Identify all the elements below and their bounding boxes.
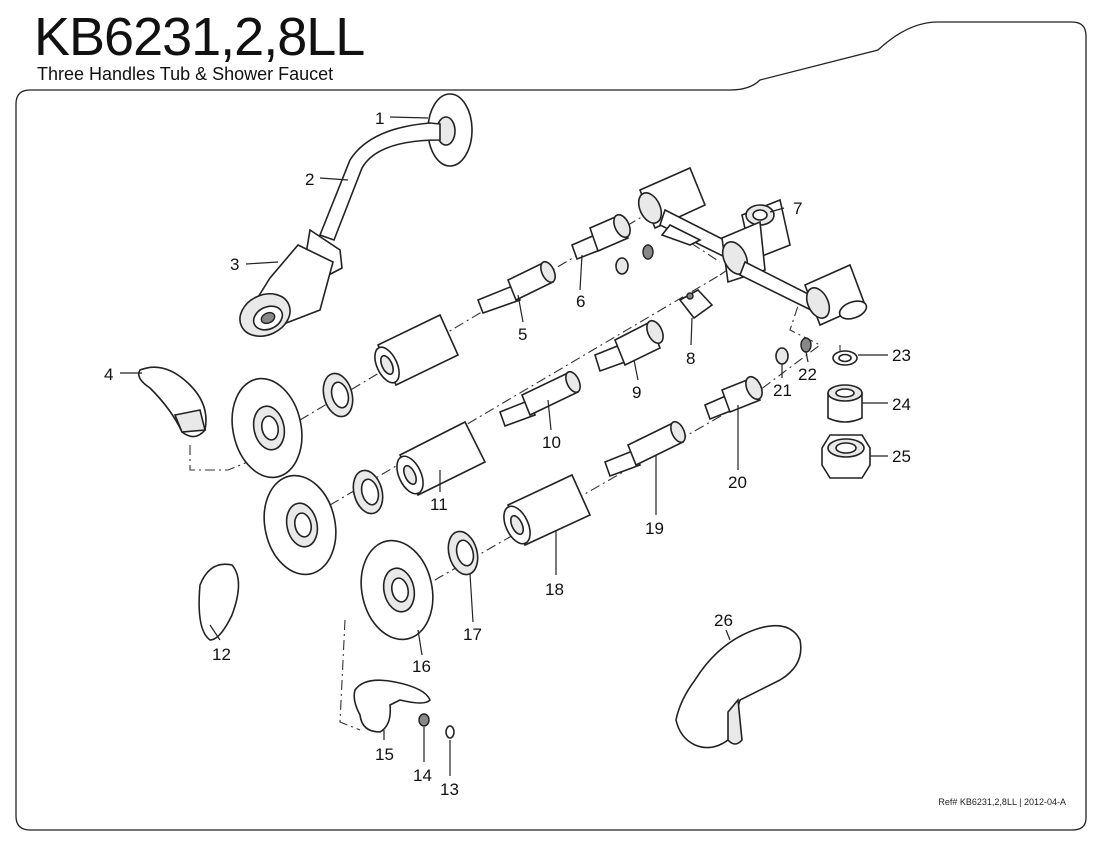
callout-3: 3 <box>230 255 239 274</box>
part-nut-bottom <box>447 530 479 576</box>
leader-lines <box>120 116 888 776</box>
callout-19: 19 <box>645 519 664 538</box>
part-button-cap <box>445 725 455 739</box>
part-handle-left <box>137 366 207 438</box>
part-seat-spring-bottom <box>775 337 812 365</box>
part-escutcheon-middle <box>263 474 337 576</box>
part-sleeve-middle <box>396 420 487 497</box>
model-title: KB6231,2,8LL <box>34 7 365 67</box>
part-handle-bottom <box>353 679 431 733</box>
part-tub-spout <box>675 624 802 749</box>
callout-22: 22 <box>798 365 817 384</box>
part-cartridge-middle <box>594 319 664 373</box>
part-stem-extension-top <box>476 260 556 315</box>
part-escutcheon-top <box>231 377 303 479</box>
callout-14: 14 <box>413 766 432 785</box>
part-washer <box>832 350 858 366</box>
callout-8: 8 <box>686 349 695 368</box>
callout-1: 1 <box>375 109 384 128</box>
callout-9: 9 <box>632 383 641 402</box>
part-escutcheon-bottom <box>360 539 434 641</box>
part-valve-body <box>637 166 868 327</box>
callout-21: 21 <box>773 381 792 400</box>
part-hex-nut <box>821 434 871 479</box>
callout-16: 16 <box>412 657 431 676</box>
callout-10: 10 <box>542 433 561 452</box>
frame-border <box>15 21 1087 831</box>
callout-15: 15 <box>375 745 394 764</box>
callout-26: 26 <box>714 611 733 630</box>
callout-5: 5 <box>518 325 527 344</box>
product-subtitle: Three Handles Tub & Shower Faucet <box>37 64 334 84</box>
callout-24: 24 <box>892 395 911 414</box>
callout-18: 18 <box>545 580 564 599</box>
callout-12: 12 <box>212 645 231 664</box>
callout-17: 17 <box>463 625 482 644</box>
callout-6: 6 <box>576 292 585 311</box>
part-handle-middle <box>198 563 240 641</box>
part-stem-extension-middle <box>498 370 581 428</box>
callout-labels: 1 2 3 4 5 6 7 8 9 10 11 12 13 14 15 16 1… <box>104 109 911 799</box>
part-shower-arm <box>318 122 441 242</box>
part-adapter <box>827 384 863 423</box>
callout-25: 25 <box>892 447 911 466</box>
part-seat-spring-top <box>615 244 654 275</box>
callout-2: 2 <box>305 170 314 189</box>
part-shower-head <box>239 228 343 337</box>
part-cartridge-bottom <box>703 375 763 421</box>
part-sleeve-bottom <box>503 473 592 547</box>
part-nut-top <box>322 372 354 418</box>
part-stem-extension-bottom <box>603 420 686 478</box>
part-set-screw <box>418 713 430 727</box>
callout-20: 20 <box>728 473 747 492</box>
callout-7: 7 <box>793 199 802 218</box>
callout-11: 11 <box>430 495 448 514</box>
part-nut-middle <box>352 469 384 515</box>
callout-4: 4 <box>104 365 113 384</box>
reference-note: Ref# KB6231,2,8LL | 2012-04-A <box>938 797 1066 807</box>
callout-13: 13 <box>440 780 459 799</box>
callout-23: 23 <box>892 346 911 365</box>
part-shower-flange <box>427 93 473 167</box>
part-diverter-nipple <box>678 288 714 320</box>
part-sleeve-top <box>374 313 460 387</box>
part-cartridge-top <box>570 213 631 261</box>
